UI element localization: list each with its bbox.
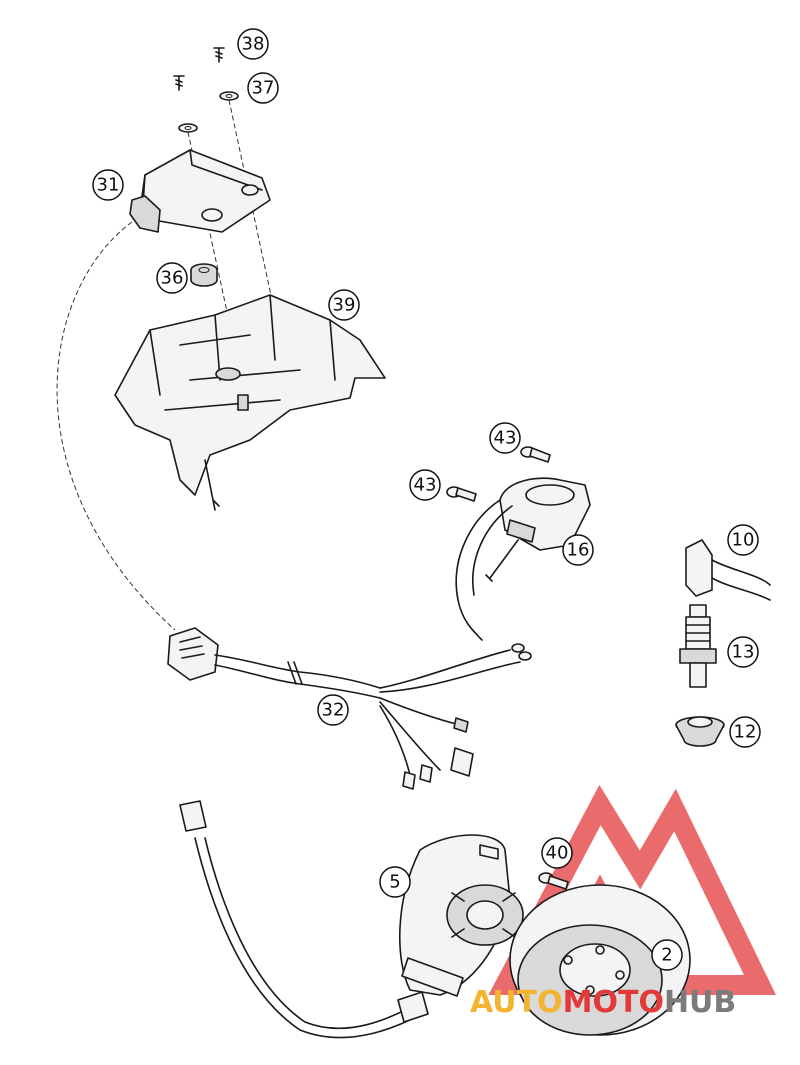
screw-38-icon — [213, 47, 225, 63]
callout-16: 16 — [562, 534, 594, 566]
svg-text:43: 43 — [414, 475, 437, 496]
watermark-part-hub: HUB — [664, 985, 736, 1020]
svg-text:10: 10 — [732, 530, 755, 551]
ignition-coil-16-icon — [455, 477, 591, 641]
svg-text:31: 31 — [97, 175, 120, 196]
watermark-text: AUTOMOTOHUB — [470, 985, 736, 1020]
callout-43-upper: 43 — [489, 422, 521, 454]
screw-left-icon — [173, 75, 185, 91]
bolt-43-upper-icon — [520, 446, 551, 463]
bolt-40-icon — [538, 872, 569, 890]
svg-text:16: 16 — [567, 540, 590, 561]
svg-text:32: 32 — [322, 700, 345, 721]
svg-text:38: 38 — [242, 34, 265, 55]
bolt-43-left-icon — [446, 486, 477, 502]
watermark-part-moto: MOTO — [563, 985, 664, 1020]
svg-text:40: 40 — [546, 843, 569, 864]
svg-text:39: 39 — [333, 295, 356, 316]
callout-37: 37 — [247, 72, 279, 104]
flywheel-2-icon — [509, 884, 691, 1036]
stator-5-icon — [398, 834, 524, 997]
svg-text:43: 43 — [494, 428, 517, 449]
plug-boot-12-icon — [675, 716, 725, 747]
callout-13: 13 — [727, 636, 759, 668]
spark-plug-13-icon — [679, 604, 717, 688]
callout-38: 38 — [237, 28, 269, 60]
spark-plug-cap-10-icon — [685, 539, 771, 601]
callout-31: 31 — [92, 169, 124, 201]
wiring-harness-32-icon — [167, 627, 532, 790]
svg-text:36: 36 — [161, 268, 184, 289]
svg-text:37: 37 — [252, 78, 275, 99]
callout-43-left: 43 — [409, 469, 441, 501]
callout-39: 39 — [328, 289, 360, 321]
washer-37-icon — [219, 91, 239, 101]
ignition-control-unit-31-icon — [129, 149, 271, 233]
stator-cable-icon — [179, 800, 429, 1039]
rubber-bushing-36-icon — [190, 263, 218, 287]
callout-32: 32 — [317, 694, 349, 726]
svg-text:5: 5 — [389, 872, 400, 893]
svg-text:2: 2 — [661, 945, 672, 966]
svg-text:12: 12 — [734, 722, 757, 743]
callout-40: 40 — [541, 837, 573, 869]
callout-10: 10 — [727, 524, 759, 556]
watermark-part-auto: AUTO — [470, 985, 563, 1020]
svg-text:13: 13 — [732, 642, 755, 663]
callout-2: 2 — [651, 939, 683, 971]
callout-12: 12 — [729, 716, 761, 748]
callout-36: 36 — [156, 262, 188, 294]
callout-5: 5 — [379, 866, 411, 898]
washer-left-icon — [178, 123, 198, 133]
bracket-39-icon — [114, 294, 386, 511]
